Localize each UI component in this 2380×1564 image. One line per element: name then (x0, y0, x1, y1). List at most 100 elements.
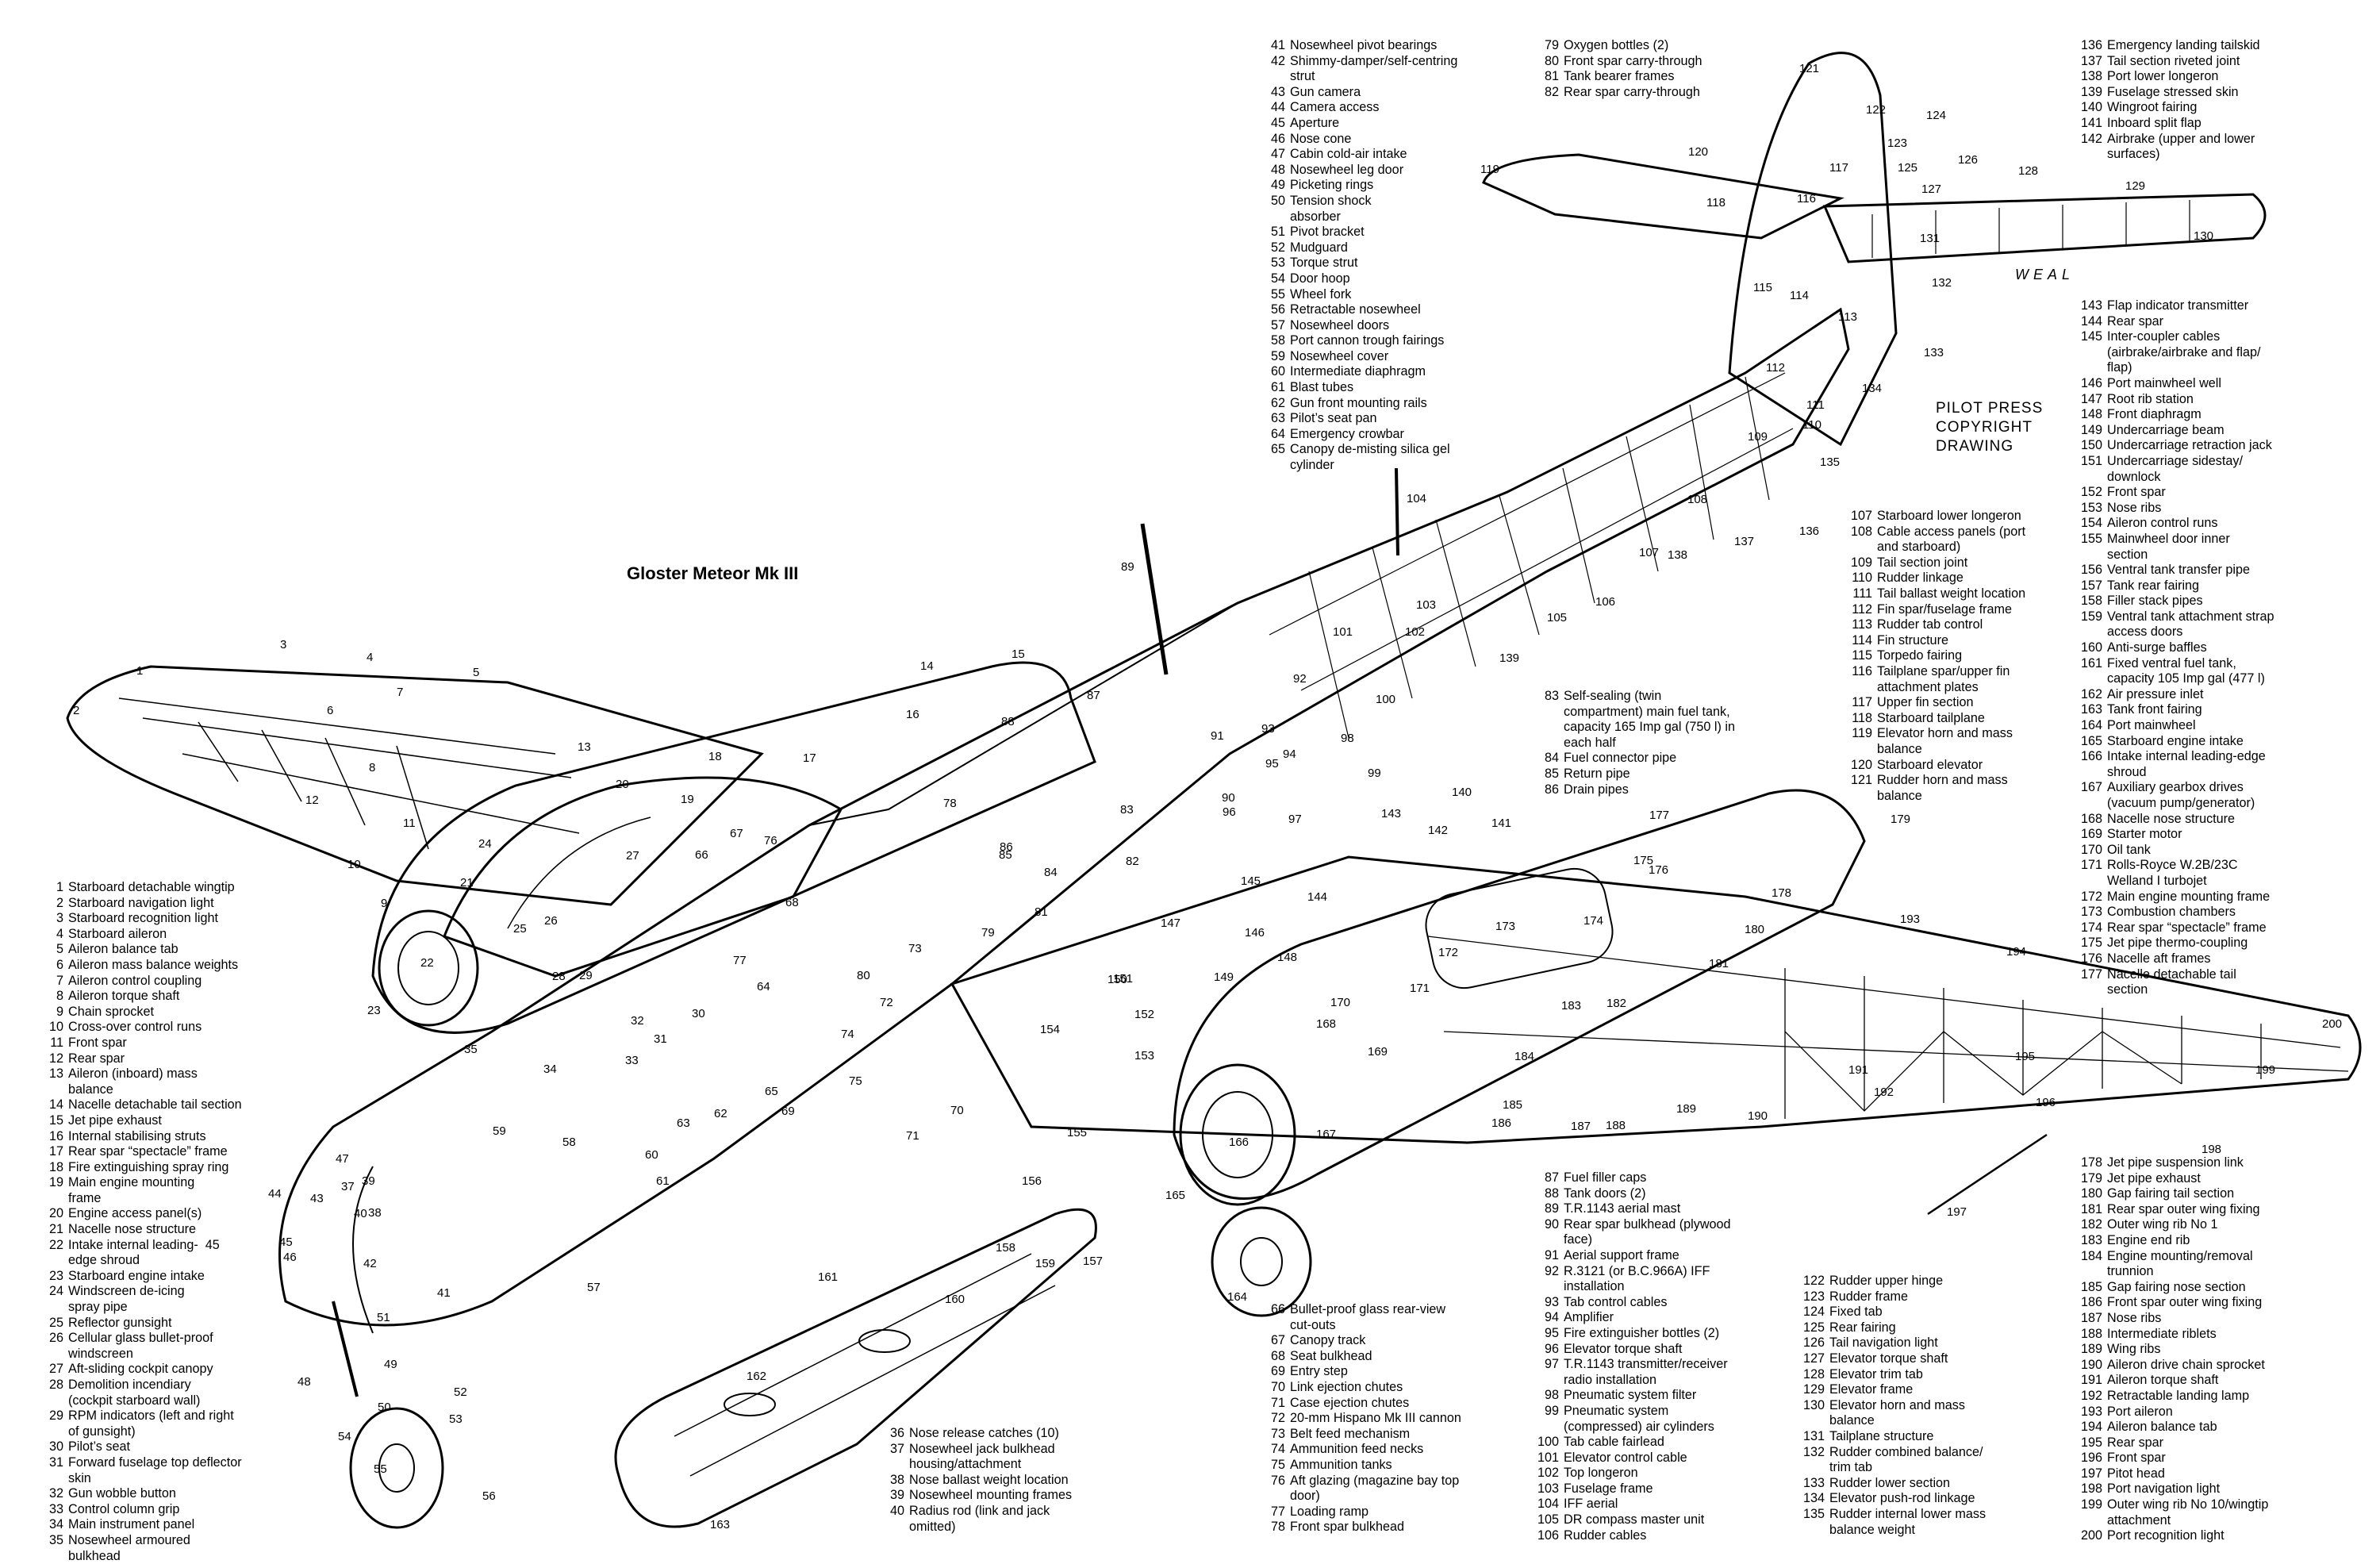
legend-number: 58 (1270, 333, 1285, 348)
callout-number: 131 (1920, 232, 1940, 245)
legend-number: 146 (2080, 375, 2102, 390)
legend-text: Canopy de-misting silica gel (1290, 442, 1450, 457)
legend-number: 46 (1270, 131, 1285, 146)
legend-text: Undercarriage beam (2107, 422, 2225, 437)
legend-number: 99 (1544, 1403, 1559, 1418)
legend-number: 85 (1544, 766, 1559, 781)
callout-number: 44 (268, 1187, 282, 1201)
legend-text: Outer wing rib No 10/wingtip (2107, 1497, 2269, 1512)
legend-text: Tank doors (2) (1564, 1185, 1646, 1201)
legend-number: 180 (2080, 1186, 2102, 1201)
callout-number: 98 (1341, 732, 1354, 745)
legend-number: 89 (1544, 1201, 1559, 1216)
legend-number: 11 (50, 1035, 63, 1050)
legend-item: (airbrake/airbrake and flap/ (2079, 345, 2274, 361)
legend-number: 198 (2080, 1481, 2102, 1497)
legend-number: 122 (1802, 1274, 1825, 1288)
callout-number: 135 (1820, 455, 1840, 469)
legend-number: 75 (1270, 1457, 1285, 1472)
callout-number: 60 (645, 1148, 658, 1162)
legend-text: balance (1877, 741, 1922, 756)
callout-number: 89 (1121, 560, 1134, 574)
legend-number: 126 (1802, 1335, 1825, 1351)
legend-number: 179 (2080, 1170, 2102, 1185)
legend-number: 8 (56, 989, 63, 1004)
legend-text: Oil tank (2107, 842, 2151, 857)
legend-number: 15 (48, 1112, 63, 1128)
legend-number: 40 (889, 1503, 904, 1518)
callout-number: 11 (403, 817, 416, 830)
callout-number: 77 (733, 954, 747, 967)
legend-number: 177 (2080, 966, 2102, 982)
legend-number: 127 (1802, 1351, 1825, 1366)
legend-text: Nose cone (1290, 131, 1352, 146)
legend-text: Reflector gunsight (68, 1315, 172, 1330)
callout-number: 33 (625, 1054, 639, 1067)
legend-number: 184 (2080, 1248, 2102, 1263)
legend-item: Welland I turbojet (2079, 874, 2274, 890)
legend-number: 20 (48, 1206, 63, 1221)
legend-item: strut (1261, 69, 1457, 85)
legend-number: 121 (1850, 773, 1872, 788)
legend-text: Aileron mass balance weights (68, 957, 239, 972)
legend-number: 37 (889, 1441, 904, 1456)
legend-text: Front spar (2107, 485, 2166, 500)
legend-text: Nacelle nose structure (68, 1222, 197, 1237)
legend-number: 7 (56, 973, 63, 988)
callout-number: 16 (906, 708, 919, 721)
callout-number: 105 (1547, 611, 1567, 624)
legend-text: Engine end rib (2107, 1232, 2190, 1247)
legend-number: 60 (1270, 364, 1285, 379)
legend-text: Blast tubes (1290, 380, 1354, 395)
callout-number: 102 (1405, 625, 1425, 639)
legend-text: Jet pipe exhaust (68, 1112, 162, 1128)
aerial-mast (1140, 523, 1169, 675)
legend-text: Filler stack pipes (2107, 594, 2203, 609)
callout-number: 192 (1874, 1086, 1894, 1099)
legend-number: 199 (2080, 1497, 2102, 1512)
callout-number: 56 (482, 1489, 496, 1503)
legend-number: 80 (1544, 53, 1559, 68)
callout-number: 133 (1924, 346, 1944, 359)
legend-text: Inboard split flap (2107, 115, 2202, 130)
legend-text: Demolition incendiary (68, 1378, 191, 1392)
legend-text: Undercarriage sidestay/ (2107, 453, 2243, 468)
legend-item: compartment) main fuel tank, (1535, 705, 1735, 721)
legend-text: R.3121 (or B.C.966A) IFF (1564, 1263, 1710, 1278)
copyright-notice: PILOT PRESS COPYRIGHT DRAWING (1936, 399, 2043, 456)
legend-text: Fuselage stressed skin (2107, 84, 2239, 99)
callout-number: 25 (513, 922, 527, 936)
callout-number: 104 (1407, 492, 1426, 505)
legend-number: 113 (1852, 617, 1872, 632)
legend-number: 33 (48, 1501, 63, 1516)
legend-item: attachment plates (1848, 680, 2025, 696)
legend-text: Pilot’s seat pan (1290, 411, 1377, 426)
callout-number: 5 (473, 666, 479, 679)
legend-text: Starter motor (2107, 827, 2182, 842)
callout-number: 43 (310, 1192, 324, 1205)
